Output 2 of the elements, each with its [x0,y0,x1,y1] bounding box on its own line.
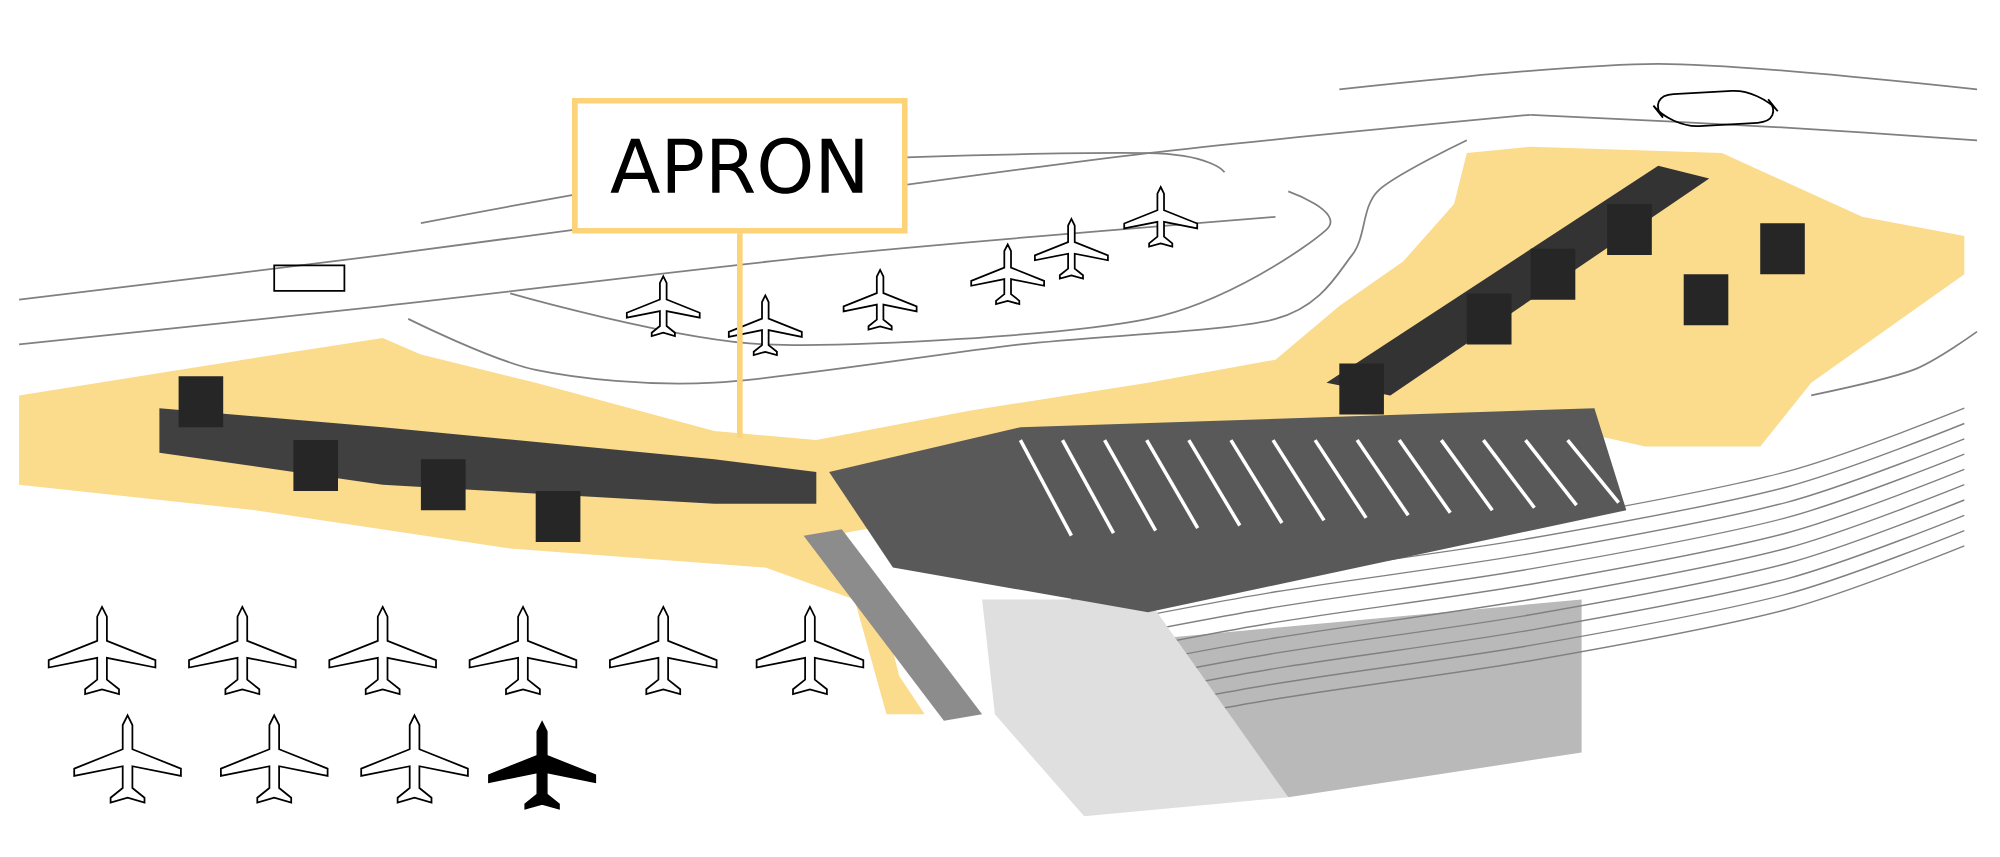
leader-line [737,233,743,438]
label-box: APRON [572,98,908,234]
